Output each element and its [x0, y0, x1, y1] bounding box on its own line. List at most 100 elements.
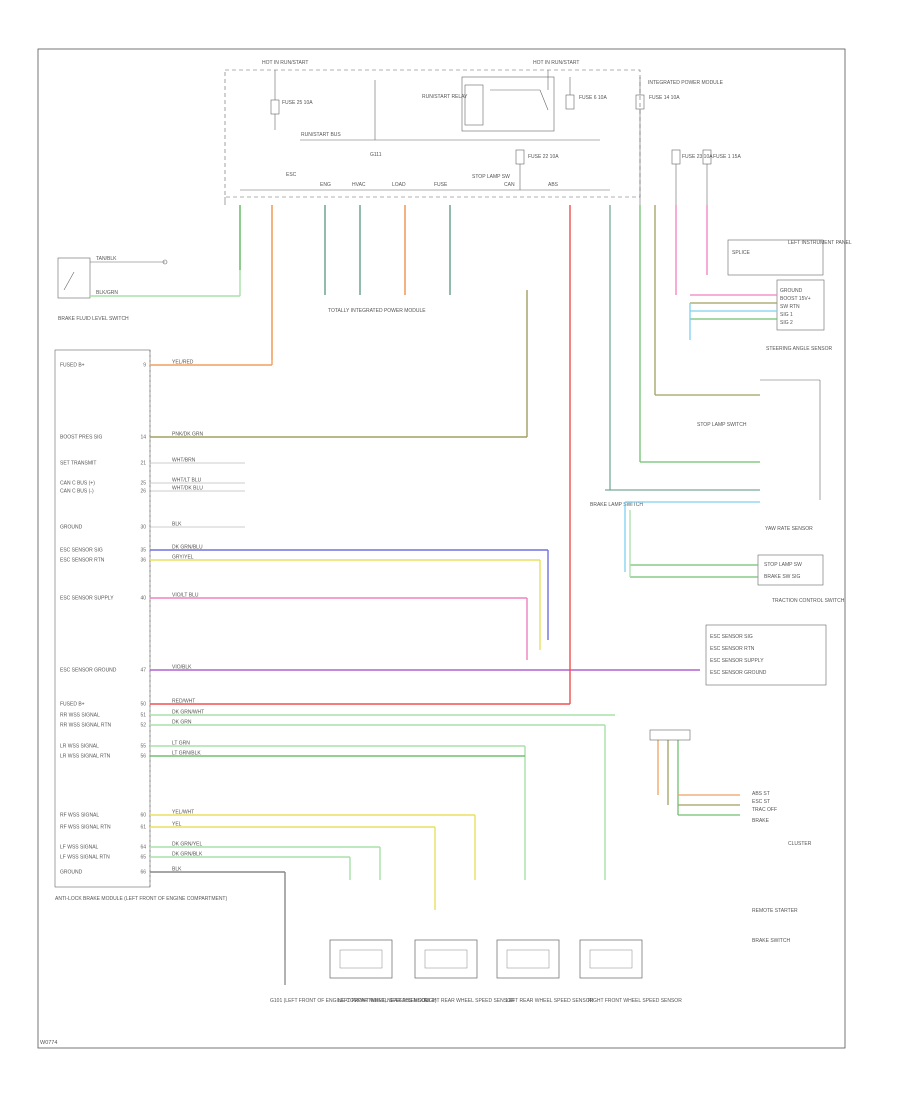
top-right-row-0: GROUND	[780, 288, 803, 294]
abs-pin-wire: PNK/DK GRN	[172, 432, 204, 438]
abs-pin-number: 30	[140, 525, 146, 531]
abs-pin-wire: WHT/BRN	[172, 458, 196, 464]
gnd-ref-label: G111	[370, 152, 382, 158]
wheel-sensor-rf	[579, 939, 643, 979]
abs-module-box	[54, 349, 151, 888]
top-right-connector	[727, 239, 825, 331]
cluster-connector	[649, 729, 691, 741]
yaw-label: YAW RATE SENSOR	[765, 526, 813, 532]
fuse-label-left: HOT IN RUN/START	[262, 60, 308, 66]
fuse-f-label: FUSE 1 15A	[713, 154, 741, 160]
top-right-row-4: SIG 2	[780, 320, 793, 326]
abs-pin-wire: DK GRN/BLU	[172, 545, 203, 551]
module-caption: TOTALLY INTEGRATED POWER MODULE	[328, 308, 426, 314]
abs-pin-number: 56	[140, 754, 146, 760]
fuse-e-label: FUSE 23 10A	[682, 154, 713, 160]
yaw-row-1: ESC SENSOR RTN	[710, 646, 755, 652]
module-pin-load: LOAD	[392, 182, 406, 188]
abs-pin-name: RR WSS SIGNAL RTN	[60, 723, 112, 729]
abs-pin-number: 51	[140, 713, 146, 719]
abs-pin-wire: DK GRN/WHT	[172, 710, 204, 716]
abs-pin-number: 50	[140, 702, 146, 708]
top-right-label: LEFT INSTRUMENT PANEL	[788, 240, 852, 246]
abs-pin-name: FUSED B+	[60, 702, 85, 708]
abs-pin-name: CAN C BUS (+)	[60, 481, 95, 487]
abs-pin-number: 14	[140, 435, 146, 441]
yaw-row-3: ESC SENSOR GROUND	[710, 670, 767, 676]
abs-pin-number: 66	[140, 870, 146, 876]
rf-sensor-label: RIGHT FRONT WHEEL SPEED SENSOR	[588, 998, 682, 1004]
abs-pin-name: ESC SENSOR GROUND	[60, 668, 117, 674]
abs-pin-wire: DK GRN/BLK	[172, 852, 203, 858]
page-ref: W0774	[40, 1040, 57, 1046]
trac-label: TRACTION CONTROL SWITCH	[772, 598, 845, 604]
brake-fluid-wire1: TAN/BLK	[96, 256, 117, 262]
brake-fluid-switch	[57, 257, 168, 299]
stop-row-0: STOP LAMP SW	[764, 562, 802, 568]
right-side-wires	[605, 205, 760, 578]
abs-pin-number: 52	[140, 723, 146, 729]
abs-pin-wire: BLK	[172, 522, 182, 528]
wheel-sensor-coil	[424, 949, 468, 969]
top-right-row-1: BOOST 15V+	[780, 296, 811, 302]
abs-pin-number: 36	[140, 558, 146, 564]
abs-module-label: ANTI-LOCK BRAKE MODULE (LEFT FRONT OF EN…	[55, 896, 227, 902]
abs-pin-wire: LT GRN	[172, 741, 190, 747]
abs-pin-name: BOOST PRES SIG	[60, 435, 103, 441]
abs-pin-wire: DK GRN/YEL	[172, 842, 203, 848]
cluster-wires	[657, 740, 740, 816]
abs-pin-number: 40	[140, 596, 146, 602]
abs-pin-wire: YEL/RED	[172, 360, 194, 366]
wheel-sensor-lf	[329, 939, 393, 979]
cluster-label: CLUSTER	[788, 841, 812, 847]
fuse-d-label: FUSE 22 10A	[528, 154, 559, 160]
cluster-row-0: ABS ST	[752, 791, 770, 797]
wheel-sensors	[284, 939, 643, 985]
abs-pin-wire: DK GRN	[172, 720, 192, 726]
brake-fluid-wire2: BLK/GRN	[96, 290, 118, 296]
abs-pin-name: LF WSS SIGNAL RTN	[60, 855, 110, 861]
top-right-row-3: SIG 1	[780, 312, 793, 318]
abs-pin-number: 26	[140, 489, 146, 495]
bus-label: RUN/START BUS	[301, 132, 341, 138]
stop-switch-label: STOP LAMP SWITCH	[697, 422, 747, 428]
fuse-a-label: FUSE 25 10A	[282, 100, 313, 106]
module-pin-can: CAN	[504, 182, 515, 188]
abs-pin-wire: YEL/WHT	[172, 810, 194, 816]
abs-pin-number: 25	[140, 481, 146, 487]
wheel-sensor-rr	[414, 939, 478, 979]
cluster-row-3: BRAKE	[752, 818, 770, 824]
abs-pin-name: GROUND	[60, 870, 83, 876]
abs-pin-name: SET TRANSMIT	[60, 461, 97, 467]
wheel-sensor-lr	[496, 939, 560, 979]
ground-label: G101 (LEFT FRONT OF ENGINE COMPARTMENT, …	[270, 998, 437, 1004]
abs-pin-number: 55	[140, 744, 146, 750]
cluster-row-2: TRAC OFF	[752, 807, 777, 813]
abs-pin-name: RF WSS SIGNAL	[60, 813, 99, 819]
yaw-row-2: ESC SENSOR SUPPLY	[710, 658, 764, 664]
top-right-row-2: SW RTN	[780, 304, 800, 310]
lr-sensor-label: LEFT REAR WHEEL SPEED SENSOR	[506, 998, 594, 1004]
module-pin-hvac: HVAC	[352, 182, 366, 188]
right-modules	[705, 379, 827, 686]
abs-pin-number: 21	[140, 461, 146, 467]
brake-fluid-switch-label: BRAKE FLUID LEVEL SWITCH	[58, 316, 129, 322]
rsm-label: REMOTE STARTER	[752, 908, 798, 914]
abs-pin-wire: VIO/LT BLU	[172, 593, 199, 599]
abs-pin-number: 9	[143, 363, 146, 369]
abs-pin-number: 35	[140, 548, 146, 554]
steering-label: STEERING ANGLE SENSOR	[766, 346, 833, 352]
abs-pin-name: LR WSS SIGNAL	[60, 744, 99, 750]
top-right-conn-label: SPLICE	[732, 250, 750, 256]
abs-pin-wire: RED/WHT	[172, 699, 195, 705]
abs-pin-wire: YEL	[172, 822, 182, 828]
diagram-frame	[37, 48, 846, 1049]
abs-pin-number: 60	[140, 813, 146, 819]
yaw-row-0: ESC SENSOR SIG	[710, 634, 753, 640]
wheel-sensor-coil	[506, 949, 550, 969]
power-distribution	[224, 69, 712, 205]
abs-pin-wire: WHT/DK BLU	[172, 486, 203, 492]
abs-pin-name: GROUND	[60, 525, 83, 531]
